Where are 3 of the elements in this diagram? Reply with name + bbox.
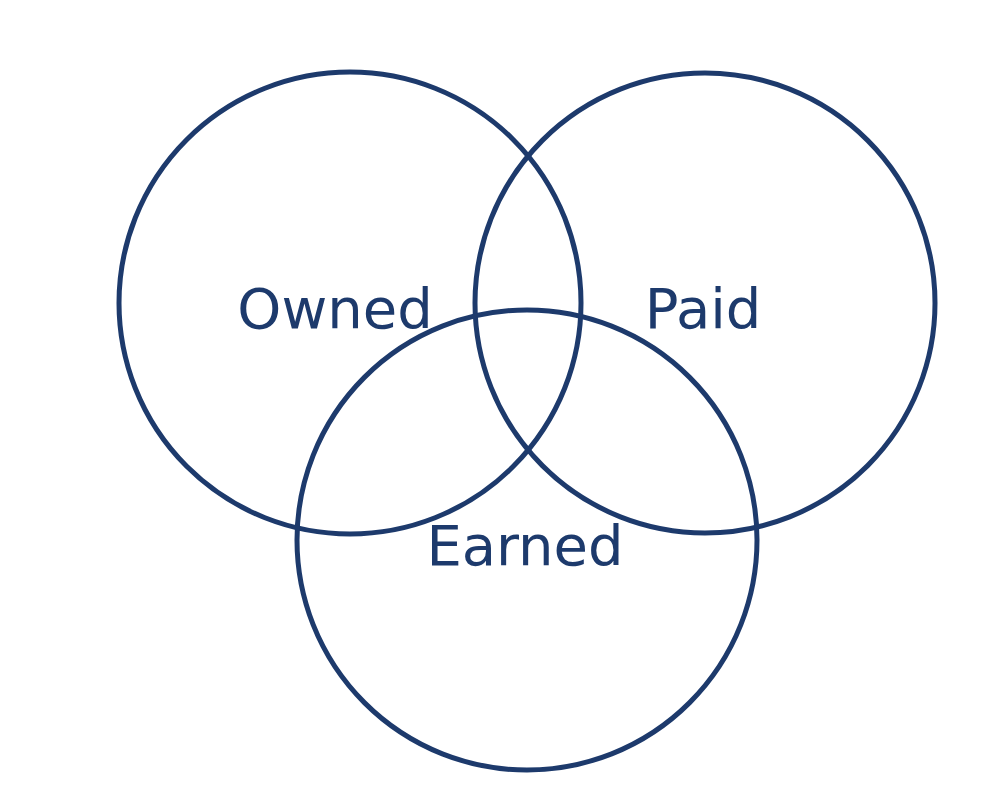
circle-label: Earned <box>426 512 624 578</box>
circle-label: Owned <box>237 275 433 341</box>
circle-label: Paid <box>644 275 762 341</box>
